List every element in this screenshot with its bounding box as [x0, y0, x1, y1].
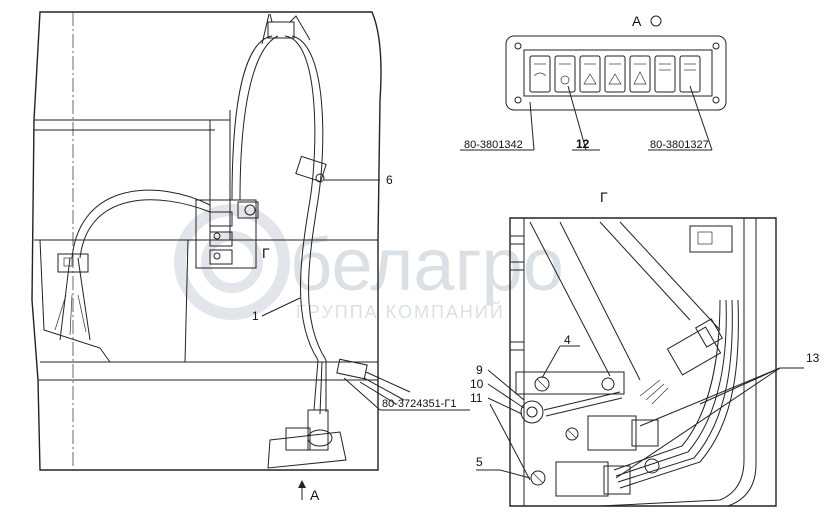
relay-lower	[530, 458, 660, 497]
lower-connector	[313, 358, 411, 415]
callout-11: 11	[470, 391, 483, 405]
switch-key-row	[529, 55, 701, 93]
view-g-label-detail: Г	[600, 189, 608, 205]
callout-4: 4	[564, 333, 571, 347]
harness-clamp	[295, 155, 327, 183]
horn-icon	[533, 72, 547, 77]
part-number-panel-left: 80-3801342	[464, 139, 523, 151]
connector-upper	[639, 318, 723, 405]
view-a-label-top: А	[632, 13, 642, 29]
main-view: Г А 6 1 80-3724351-Г1	[31, 11, 470, 503]
callout-5: 5	[476, 455, 483, 469]
hazard-icon	[633, 71, 647, 85]
watermark: белагро ГРУППА КОМПАНИЙ	[174, 204, 564, 322]
callout-13: 13	[806, 351, 820, 365]
view-a-panel: А	[460, 13, 727, 151]
mounting-bracket	[515, 371, 625, 424]
callout-9: 9	[476, 363, 483, 377]
callout-1: 1	[252, 309, 259, 323]
relay-block	[195, 199, 259, 269]
fan-icon	[560, 75, 570, 85]
view-a-label-bottom: А	[310, 487, 320, 503]
top-connector	[261, 13, 311, 45]
washer-icon	[608, 73, 622, 85]
view-g-detail: Г	[470, 189, 820, 507]
relay-middle	[565, 415, 659, 451]
watermark-brand: белагро	[290, 223, 564, 306]
watermark-subtitle: ГРУППА КОМПАНИЙ	[296, 301, 505, 322]
foot-switch	[267, 409, 347, 469]
part-number-harness: 80-3724351-Г1	[382, 398, 456, 410]
part-number-panel-right: 80-3801327	[650, 139, 709, 151]
callout-10: 10	[470, 377, 484, 391]
view-g-label-main: Г	[262, 245, 270, 261]
callout-12: 12	[576, 137, 590, 151]
wiper-icon	[583, 73, 597, 85]
callout-6: 6	[386, 173, 393, 187]
